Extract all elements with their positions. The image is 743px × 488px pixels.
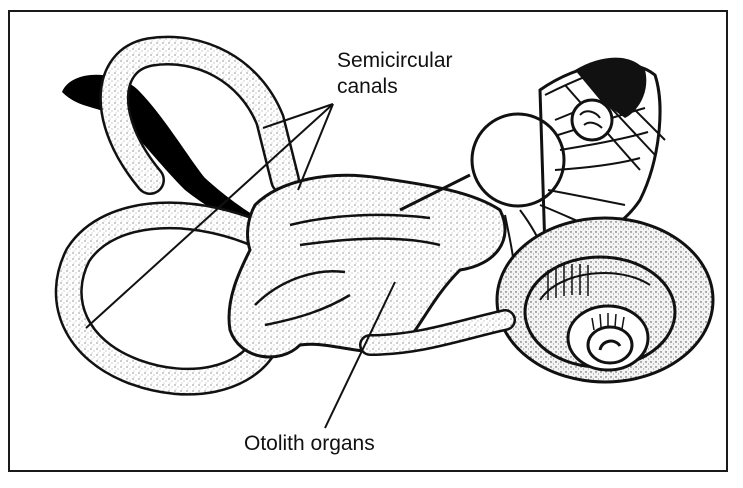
semicircular-canals-label: Semicircular canals	[337, 48, 453, 100]
cochlea	[497, 218, 713, 382]
nerve-cross-section	[572, 100, 612, 140]
ampulla	[472, 114, 564, 206]
otolith-organs-label: Otolith organs	[244, 431, 375, 457]
